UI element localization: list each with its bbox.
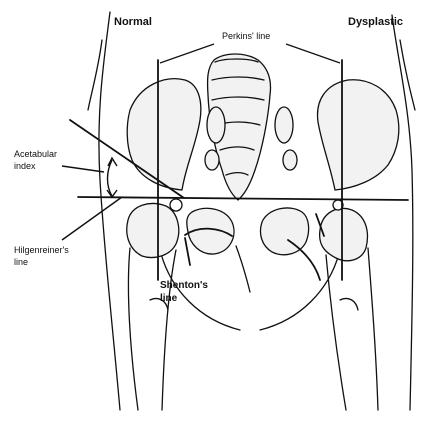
hilgenreiner-label-line1: Hilgenreiner's — [14, 246, 69, 256]
body-outline-inner-right — [400, 40, 415, 110]
pelvic-lower-right — [260, 250, 340, 330]
hilgenreiner-line — [78, 197, 408, 200]
left-femoral-head — [127, 204, 179, 258]
left-acetabular-edge — [170, 199, 182, 211]
acetabular-index-label-line2: index — [14, 162, 36, 172]
right-obturator — [260, 208, 308, 255]
right-lesser-trochanter — [340, 298, 358, 310]
right-si-joint-2 — [283, 150, 297, 170]
normal-label: Normal — [114, 16, 152, 28]
right-femoral-head — [320, 208, 368, 260]
shenton-label-line1: Shenton's — [160, 280, 208, 291]
right-iliac-wing — [318, 80, 399, 190]
shenton-pointer — [185, 238, 190, 265]
acetabular-label-leader — [62, 166, 104, 172]
perkins-bracket-right — [286, 44, 340, 63]
hilgenreiner-label-leader — [62, 197, 122, 240]
hilgenreiner-label-line2: line — [14, 258, 28, 268]
left-iliac-wing — [127, 79, 201, 190]
pubic-symphysis — [236, 246, 250, 292]
left-femur-shaft — [128, 248, 176, 410]
right-femur-shaft — [326, 248, 378, 410]
acetabular-arrow-bottom — [107, 190, 117, 197]
shenton-label-line2: line — [160, 293, 177, 304]
acetabular-index-label-line1: Acetabular — [14, 150, 57, 160]
body-outline-right — [392, 15, 413, 410]
dysplastic-label: Dysplastic — [348, 16, 403, 28]
left-si-joint-2 — [205, 150, 219, 170]
perkins-line-label: Perkins' line — [222, 32, 270, 42]
acetabular-arrow-top — [108, 158, 117, 166]
perkins-bracket-left — [160, 44, 214, 63]
right-si-joint — [275, 107, 293, 143]
left-si-joint — [207, 107, 225, 143]
